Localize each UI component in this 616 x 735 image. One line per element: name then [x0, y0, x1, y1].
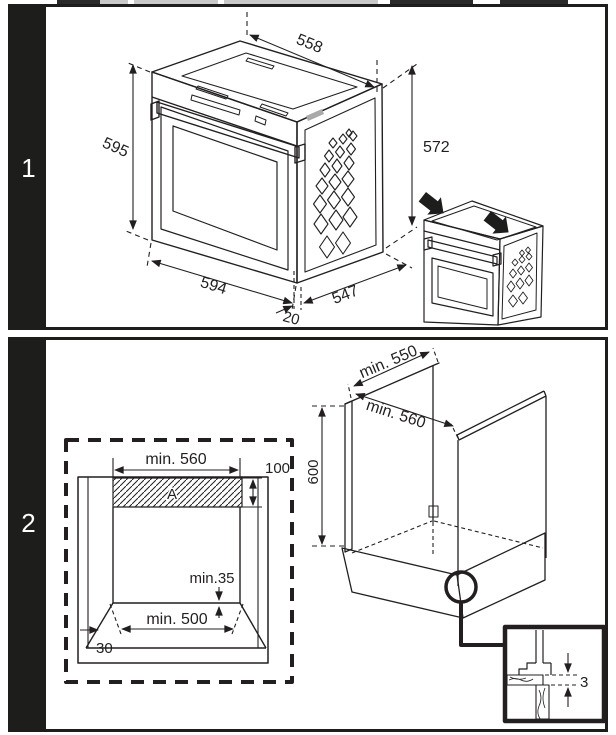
- page-edge-artifact: [390, 0, 473, 4]
- page-edge-artifact: [500, 0, 568, 4]
- panel-2-number: 2: [21, 508, 36, 538]
- page-edge-artifact: [57, 0, 100, 4]
- panel-1-frame: 1: [8, 4, 608, 330]
- panel-1-sidebar: [11, 7, 46, 327]
- page-edge-artifact: [100, 0, 128, 4]
- panel-1-number: 1: [21, 153, 36, 183]
- panel-2-sidebar: [11, 340, 46, 729]
- page-edge-artifact: [224, 0, 378, 4]
- panel-2-frame: 2: [8, 337, 608, 732]
- page-edge-artifact: [134, 0, 218, 4]
